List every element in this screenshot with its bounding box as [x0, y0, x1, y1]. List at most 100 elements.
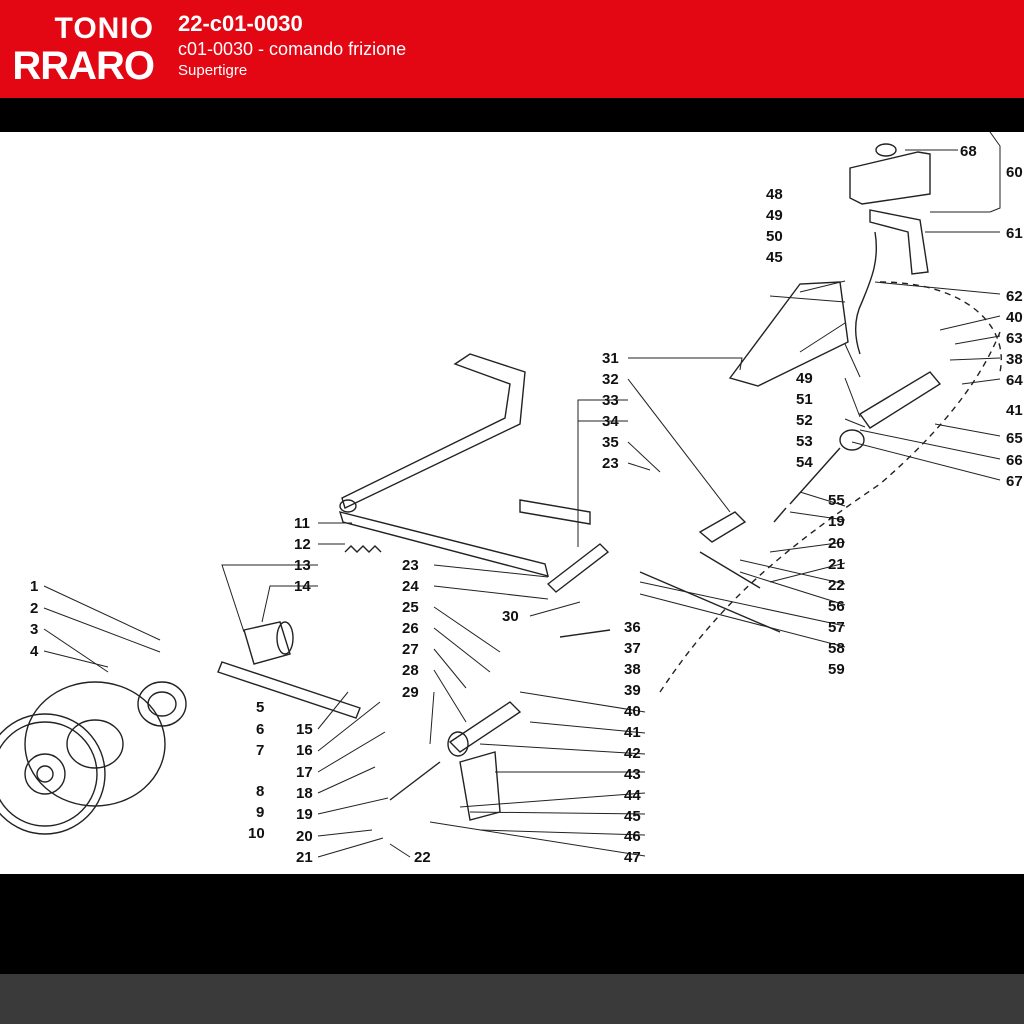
- pedal-shaft-shape: [338, 511, 549, 577]
- catalog-header: TONIO RRARO 22-c01-0030 c01-0030 - coman…: [0, 0, 1024, 98]
- callout-label: 38: [624, 661, 641, 678]
- callout-label: 29: [402, 684, 419, 701]
- callout-label: 3: [30, 621, 38, 638]
- callout-label: 54: [796, 454, 813, 471]
- callout-label: 17: [296, 764, 313, 781]
- callout-label: 45: [624, 808, 641, 825]
- callout-label: 15: [296, 721, 313, 738]
- logo-line-1: TONIO: [54, 12, 154, 45]
- callout-label: 5: [256, 699, 264, 716]
- callout-label: 52: [796, 412, 813, 429]
- callout-label: 25: [402, 599, 419, 616]
- callout-label: 7: [256, 742, 264, 759]
- callout-label: 35: [602, 434, 619, 451]
- callout-label: 56: [828, 598, 845, 615]
- callout-label: 43: [624, 766, 641, 783]
- callout-label: 47: [624, 849, 641, 866]
- callout-label: 46: [624, 828, 641, 845]
- callout-label: 36: [624, 619, 641, 636]
- callout-label: 37: [624, 640, 641, 657]
- fork-shaft-shape: [217, 661, 361, 719]
- callout-label: 22: [414, 849, 431, 866]
- bracket-shape: [728, 281, 849, 387]
- callout-label: 12: [294, 536, 311, 553]
- callout-label: 31: [602, 350, 619, 367]
- callout-label: 51: [796, 391, 813, 408]
- callout-label: 60: [1006, 164, 1023, 181]
- callout-label: 14: [294, 578, 311, 595]
- callout-label: 20: [296, 828, 313, 845]
- callout-label: 24: [402, 578, 419, 595]
- callout-label: 13: [294, 557, 311, 574]
- callout-label: 65: [1006, 430, 1023, 447]
- exploded-diagram-svg: 1 2 3 4 5 6 7 8 9 10 11 12 13 14 15 16 1…: [0, 132, 1023, 866]
- callout-label: 23: [402, 557, 419, 574]
- callout-label: 21: [828, 556, 845, 573]
- callout-label: 8: [256, 783, 264, 800]
- exploded-diagram: 1 2 3 4 5 6 7 8 9 10 11 12 13 14 15 16 1…: [0, 132, 1024, 874]
- master-cylinder-shape: [858, 371, 942, 429]
- callout-label: 16: [296, 742, 313, 759]
- callout-label: 6: [256, 721, 264, 738]
- footer-bar: [0, 974, 1024, 1024]
- callout-label: 10: [248, 825, 265, 842]
- callout-label: 42: [624, 745, 641, 762]
- top-black-band: [0, 98, 1024, 132]
- model-name: Supertigre: [178, 62, 248, 79]
- callout-label: 58: [828, 640, 845, 657]
- logo-line-2: RRARO: [12, 44, 155, 88]
- callout-label: 64: [1006, 372, 1023, 389]
- callout-label: 19: [828, 513, 845, 530]
- callout-label: 62: [1006, 288, 1023, 305]
- pedal-arm-shape: [341, 353, 526, 509]
- callout-label: 28: [402, 662, 419, 679]
- callout-label: 20: [828, 535, 845, 552]
- callout-label: 41: [624, 724, 641, 741]
- callout-label: 61: [1006, 225, 1023, 242]
- callout-label: 34: [602, 413, 619, 430]
- callout-label: 38: [1006, 351, 1023, 368]
- callout-label: 68: [960, 143, 977, 160]
- callout-labels: 1 2 3 4 5 6 7 8 9 10 11 12 13 14 15 16 1…: [30, 143, 1023, 866]
- bottom-black-band: [0, 874, 1024, 974]
- clutch-disc-shape: [0, 713, 106, 835]
- callout-label: 1: [30, 578, 38, 595]
- callout-label: 66: [1006, 452, 1023, 469]
- release-bearing-shape: [137, 681, 187, 727]
- callout-label: 63: [1006, 330, 1023, 347]
- callout-label: 23: [602, 455, 619, 472]
- callout-label: 4: [30, 643, 39, 660]
- callout-label: 11: [294, 515, 310, 532]
- callout-label: 50: [766, 228, 783, 245]
- callout-label: 39: [624, 682, 641, 699]
- callout-label: 44: [624, 787, 641, 804]
- part-code: 22-c01-0030: [178, 11, 303, 36]
- callout-label: 55: [828, 492, 845, 509]
- callout-label: 27: [402, 641, 419, 658]
- callout-label: 67: [1006, 473, 1023, 490]
- reservoir-shape: [849, 151, 931, 205]
- callout-label: 33: [602, 392, 619, 409]
- callout-label: 22: [828, 577, 845, 594]
- brand-logo: TONIO RRARO: [0, 8, 160, 88]
- callout-label: 49: [796, 370, 813, 387]
- callout-label: 49: [766, 207, 783, 224]
- callout-label: 26: [402, 620, 419, 637]
- callout-label: 41: [1006, 402, 1023, 419]
- callout-label: 18: [296, 785, 313, 802]
- callout-label: 57: [828, 619, 845, 636]
- callout-label: 19: [296, 806, 313, 823]
- callout-label: 21: [296, 849, 313, 866]
- callout-label: 53: [796, 433, 813, 450]
- callout-label: 40: [624, 703, 641, 720]
- part-description: c01-0030 - comando frizione: [178, 39, 407, 59]
- title-block: 22-c01-0030 c01-0030 - comando frizione …: [178, 10, 406, 82]
- callout-label: 48: [766, 186, 783, 203]
- callout-label: 59: [828, 661, 845, 678]
- callout-label: 2: [30, 600, 38, 617]
- callout-label: 9: [256, 804, 264, 821]
- pressure-plate-shape: [24, 681, 166, 807]
- callout-label: 40: [1006, 309, 1023, 326]
- callout-label: 45: [766, 249, 783, 266]
- callout-label: 32: [602, 371, 619, 388]
